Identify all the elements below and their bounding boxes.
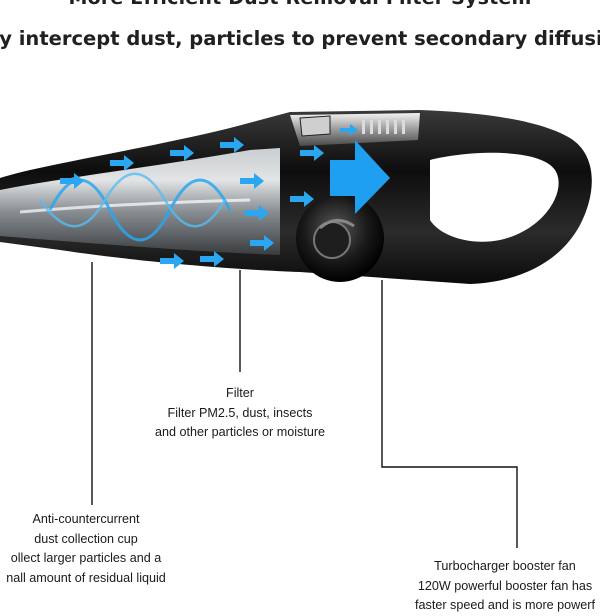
fan-icon [296, 194, 384, 282]
leader-fan [381, 280, 518, 548]
callout-fan: Turbocharger booster fan 120W powerful b… [395, 557, 600, 616]
callout-filter: Filter Filter PM2.5, dust, insects and o… [120, 384, 360, 443]
diagram-subtitle: ully intercept dust, particles to preven… [0, 27, 600, 50]
callout-filter-line1: Filter PM2.5, dust, insects [167, 405, 313, 420]
airflow-arrows [38, 124, 390, 269]
callout-dust-cup-line2: ollect larger particles and a [10, 551, 162, 565]
grip-ridges [362, 120, 405, 134]
callout-fan-line1: 120W powerful booster fan has [417, 578, 593, 593]
callout-dust-cup: Anti-countercurrent dust collection cup … [0, 510, 186, 588]
callout-dust-cup-title: Anti-countercurrent [32, 512, 140, 526]
callout-dust-cup-line3: nall amount of residual liquid [6, 570, 166, 585]
callout-filter-title: Filter [226, 386, 254, 400]
callout-filter-line2: and other particles or moisture [154, 425, 326, 439]
leader-lines [91, 262, 518, 548]
diagram-title: More Efficient Dust Removal Filter Syste… [0, 0, 600, 9]
callout-fan-title: Turbocharger booster fan [434, 559, 576, 573]
power-button [299, 115, 331, 137]
callout-dust-cup-line1: dust collection cup [34, 531, 138, 546]
callout-fan-line2: faster speed and is more powerf [415, 598, 595, 612]
